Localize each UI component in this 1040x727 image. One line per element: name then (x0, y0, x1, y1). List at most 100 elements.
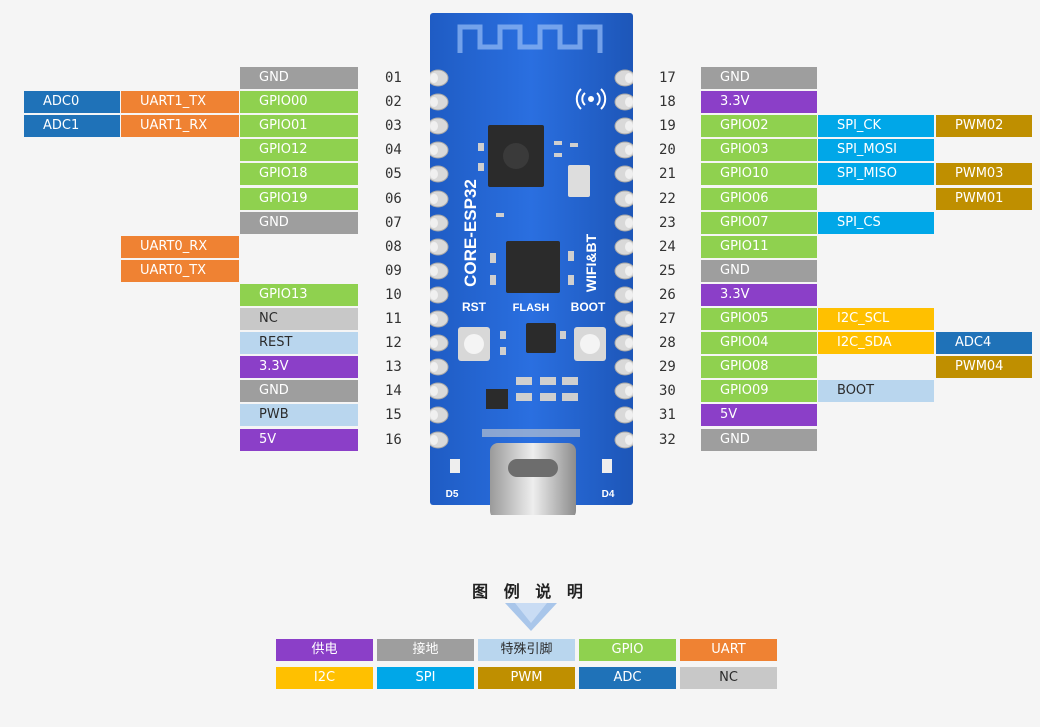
pin-20-gpio-label: GPIO03 (701, 139, 817, 161)
pin-02-adc-label: ADC0 (24, 91, 120, 113)
pin-number: 23 (659, 215, 676, 231)
legend-pwm: PWM (478, 667, 575, 689)
pin-21-spi-label: SPI_MISO (818, 163, 934, 185)
pin-number: 03 (385, 118, 402, 134)
pin-21-pwm-label: PWM03 (936, 163, 1032, 185)
pin-24-gpio-label: GPIO11 (701, 236, 817, 258)
pin-02-gpio-label: GPIO00 (240, 91, 358, 113)
pin-number: 28 (659, 335, 676, 351)
pin-number: 11 (385, 311, 402, 327)
pin-29-pwm-label: PWM04 (936, 356, 1032, 378)
pin-number: 16 (385, 432, 402, 448)
legend-title: 图 例 说 明 (472, 582, 588, 601)
pin-20-spi-label: SPI_MOSI (818, 139, 934, 161)
pin-04-gpio-label: GPIO12 (240, 139, 358, 161)
flash-label: FLASH (513, 302, 550, 314)
pin-22-gpio-label: GPIO06 (701, 188, 817, 210)
pin-number: 09 (385, 263, 402, 279)
pin-25-gnd-label: GND (701, 260, 817, 282)
pin-03-uart-label: UART1_RX (121, 115, 239, 137)
legend-gpio: GPIO (579, 639, 676, 661)
pin-26-power-label: 3.3V (701, 284, 817, 306)
pin-27-gpio-label: GPIO05 (701, 308, 817, 330)
pin-30-special-label: BOOT (818, 380, 934, 402)
pin-number: 14 (385, 383, 402, 399)
pin-number: 10 (385, 287, 402, 303)
usb-c-connector (490, 443, 576, 515)
pin-number: 26 (659, 287, 676, 303)
pin-07-gnd-label: GND (240, 212, 358, 234)
pin-22-pwm-label: PWM01 (936, 188, 1032, 210)
pin-11-nc-label: NC (240, 308, 358, 330)
pin-number: 30 (659, 383, 676, 399)
pin-number: 29 (659, 359, 676, 375)
boot-label: BOOT (571, 300, 606, 314)
pin-02-uart-label: UART1_TX (121, 91, 239, 113)
pin-number: 24 (659, 239, 676, 255)
pin-28-gpio-label: GPIO04 (701, 332, 817, 354)
legend-i2c: I2C (276, 667, 373, 689)
d4-label: D4 (602, 489, 615, 500)
pin-number: 06 (385, 191, 402, 207)
legend-spi: SPI (377, 667, 474, 689)
legend-power: 供电 (276, 639, 373, 661)
pin-number: 12 (385, 335, 402, 351)
led-d4 (602, 459, 612, 473)
pin-number: 04 (385, 142, 402, 158)
pin-number: 21 (659, 166, 676, 182)
d5-label: D5 (446, 489, 459, 500)
pin-15-special-label: PWB (240, 404, 358, 426)
board-illustration: CORE-ESP32 WIFI&BT RST FLASH BOOT D5 D4 (430, 13, 633, 515)
flash-chip (506, 241, 560, 293)
pin-number: 05 (385, 166, 402, 182)
pin-13-power-label: 3.3V (240, 356, 358, 378)
pin-number: 15 (385, 407, 402, 423)
wifi-icon (575, 88, 607, 110)
pin-number: 22 (659, 191, 676, 207)
pin-28-i2c-label: I2C_SDA (818, 332, 934, 354)
pin-23-spi-label: SPI_CS (818, 212, 934, 234)
pin-number: 25 (659, 263, 676, 279)
pin-number: 27 (659, 311, 676, 327)
pin-number: 20 (659, 142, 676, 158)
pin-29-gpio-label: GPIO08 (701, 356, 817, 378)
wireless-label: WIFI&BT (583, 233, 599, 292)
pin-number: 31 (659, 407, 676, 423)
legend-uart: UART (680, 639, 777, 661)
pin-18-power-label: 3.3V (701, 91, 817, 113)
pin-21-gpio-label: GPIO10 (701, 163, 817, 185)
pin-number: 01 (385, 70, 402, 86)
pin-31-power-label: 5V (701, 404, 817, 426)
pin-03-gpio-label: GPIO01 (240, 115, 358, 137)
down-arrow-icon (505, 603, 557, 631)
pin-19-pwm-label: PWM02 (936, 115, 1032, 137)
board-name-label: CORE-ESP32 (461, 179, 480, 287)
pin-16-power-label: 5V (240, 429, 358, 451)
smd-components (478, 141, 578, 401)
castellated-pads (430, 69, 633, 449)
crystal (568, 165, 590, 197)
legend-adc: ADC (579, 667, 676, 689)
pin-number: 13 (385, 359, 402, 375)
pin-17-gnd-label: GND (701, 67, 817, 89)
pin-08-uart-label: UART0_RX (121, 236, 239, 258)
pin-number: 07 (385, 215, 402, 231)
rst-label: RST (462, 300, 487, 314)
pin-09-uart-label: UART0_TX (121, 260, 239, 282)
pin-number: 02 (385, 94, 402, 110)
legend-special: 特殊引脚 (478, 639, 575, 661)
pin-number: 17 (659, 70, 676, 86)
pin-19-gpio-label: GPIO02 (701, 115, 817, 137)
pin-27-i2c-label: I2C_SCL (818, 308, 934, 330)
pin-30-gpio-label: GPIO09 (701, 380, 817, 402)
pin-number: 19 (659, 118, 676, 134)
pin-14-gnd-label: GND (240, 380, 358, 402)
pin-03-adc-label: ADC1 (24, 115, 120, 137)
pin-19-spi-label: SPI_CK (818, 115, 934, 137)
pin-23-gpio-label: GPIO07 (701, 212, 817, 234)
pin-10-gpio-label: GPIO13 (240, 284, 358, 306)
led-d5 (450, 459, 460, 473)
legend-gnd: 接地 (377, 639, 474, 661)
antenna-trace (457, 24, 603, 53)
